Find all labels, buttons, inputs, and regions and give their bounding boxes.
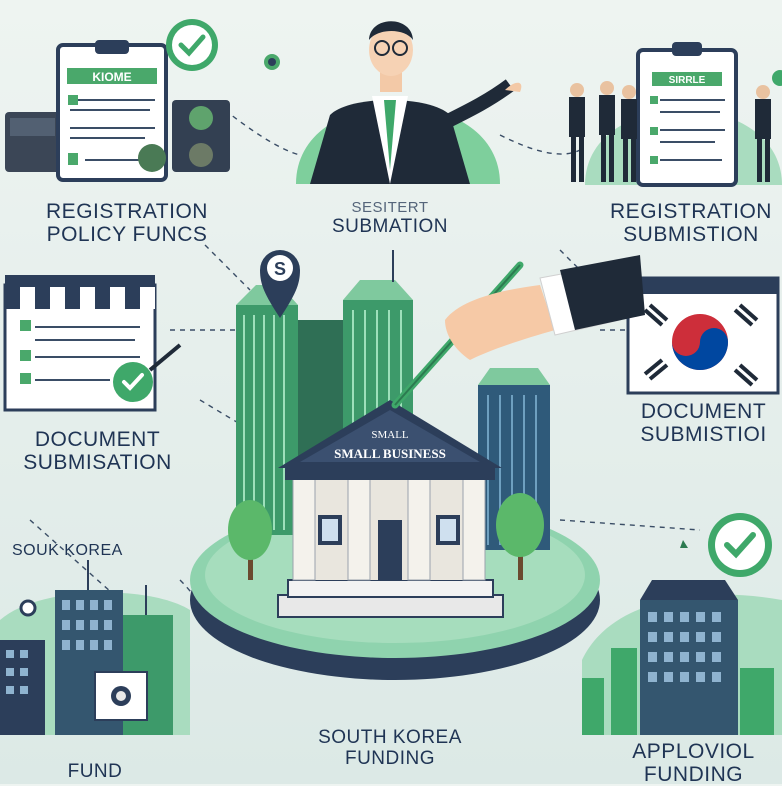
bottom-left-city	[0, 560, 190, 735]
top-left-clipboard-illustration	[5, 40, 230, 182]
label-mid-left-line1: DOCUMENT	[34, 428, 161, 451]
label-top-right-line1: REGISTRATION	[610, 200, 772, 223]
label-bottom-left: FUND	[67, 761, 123, 782]
pin-letter: S	[274, 259, 286, 279]
small-leaf-icon	[264, 54, 280, 70]
label-top-left-line2: POLICY FUNCS	[46, 223, 208, 247]
label-top-center: SESITERT SUBMATION	[300, 199, 480, 237]
label-top-right-line2: SUBMISTION	[623, 223, 759, 247]
hand-with-pen	[391, 255, 645, 409]
label-mid-left-line2: SUBMISATION	[23, 451, 172, 475]
korean-flag-document	[626, 276, 780, 395]
storefront-document-illustration	[3, 275, 182, 412]
label-mid-right-line1: DOCUMENT	[640, 400, 767, 423]
businessman-illustration	[296, 21, 522, 184]
label-mid-left: DOCUMENT SUBMISATION	[5, 428, 190, 474]
top-left-card-header: KIOME	[92, 70, 131, 84]
label-left-region: SOUK KOREA	[12, 542, 123, 559]
label-top-left-line1: REGISTRATION	[46, 200, 208, 223]
top-right-card-header: SIRRLE	[669, 75, 706, 86]
label-bottom-right: APPLOVIOL FUNDING	[605, 740, 782, 786]
label-top-center-line1: SESITERT	[351, 199, 429, 216]
label-top-center-line2: SUBMATION	[331, 215, 449, 237]
label-top-left: REGISTRATION POLICY FUNCS	[22, 200, 232, 246]
trees	[228, 493, 544, 580]
connector-lines	[29, 109, 701, 641]
top-right-clipboard-illustration	[569, 42, 782, 187]
check-badge-icon	[166, 19, 218, 71]
label-bottom-right-line1: APPLOVIOL	[632, 740, 755, 763]
label-bottom-center-line1: SOUTH KOREA	[318, 727, 462, 748]
bottom-right-city	[582, 540, 782, 735]
location-pin-icon	[260, 250, 300, 318]
building-sign-top: SMALL	[371, 429, 409, 441]
check-circle-icon	[708, 513, 772, 577]
label-bottom-right-line2: FUNDING	[643, 763, 744, 786]
label-bottom-center-line2: FUNDING	[344, 747, 436, 769]
bank-building	[277, 400, 504, 618]
building-sign: SMALL BUSINESS	[334, 446, 446, 461]
label-bottom-center: SOUTH KOREA FUNDING	[270, 727, 510, 770]
label-top-right: REGISTRATION SUBMISTION	[600, 200, 782, 246]
label-mid-right-line2: SUBMISTIOI	[640, 423, 767, 447]
label-mid-right: DOCUMENT SUBMISTIOI	[625, 400, 782, 446]
